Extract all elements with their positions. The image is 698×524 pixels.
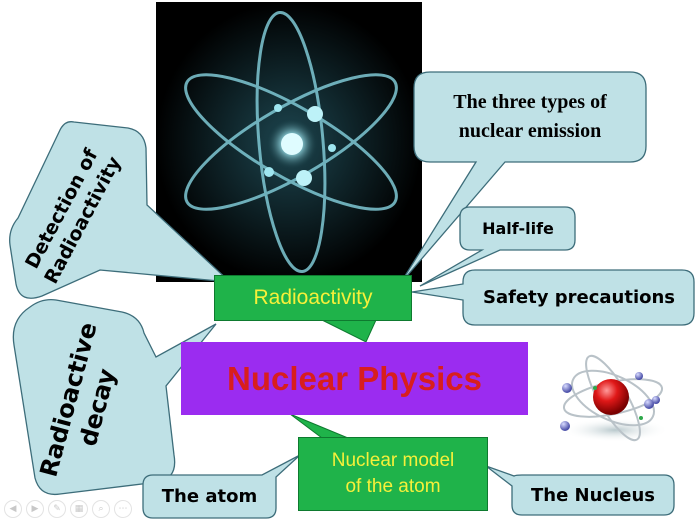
nuclear-model-pointer — [289, 413, 349, 439]
radioactivity-box: Radioactivity — [214, 275, 412, 321]
three-types-callout — [399, 71, 647, 285]
decay-callout — [12, 299, 217, 496]
nuclear-model-line2: of the atom — [345, 476, 441, 497]
3d-atom-model-icon — [553, 340, 679, 444]
radioactivity-pointer — [321, 319, 377, 343]
three-types-line1: The three types of — [453, 91, 607, 113]
slideshow-toolbar: ◀ ▶ ✎ ▦ ⌕ ⋯ — [4, 500, 132, 520]
three-types-label: The three types of nuclear emission — [416, 76, 644, 158]
the-nucleus-label: The Nucleus — [530, 484, 656, 506]
slides-icon[interactable]: ▦ — [70, 500, 88, 518]
safety-label: Safety precautions — [482, 287, 676, 308]
the-nucleus-callout — [485, 465, 675, 516]
more-icon[interactable]: ⋯ — [114, 500, 132, 518]
safety-callout — [411, 269, 695, 326]
half-life-label: Half-life — [482, 218, 554, 238]
radioactivity-label: Radioactivity — [253, 286, 373, 309]
page-title: Nuclear Physics — [181, 342, 528, 415]
three-types-line2: nuclear emission — [458, 120, 602, 142]
page-title-text: Nuclear Physics — [227, 359, 482, 397]
nuclear-model-line1: Nuclear model — [331, 450, 455, 472]
the-atom-label: The atom — [161, 486, 258, 507]
next-slide-icon[interactable]: ▶ — [26, 500, 44, 518]
zoom-icon[interactable]: ⌕ — [92, 500, 110, 518]
half-life-callout — [419, 206, 576, 287]
the-atom-callout — [142, 454, 301, 519]
previous-slide-icon[interactable]: ◀ — [4, 500, 22, 518]
glowing-atom-icon — [156, 2, 422, 282]
detection-callout — [9, 121, 232, 299]
notes-icon[interactable]: ✎ — [48, 500, 66, 518]
nuclear-model-box: Nuclear model of the atom — [298, 437, 488, 511]
